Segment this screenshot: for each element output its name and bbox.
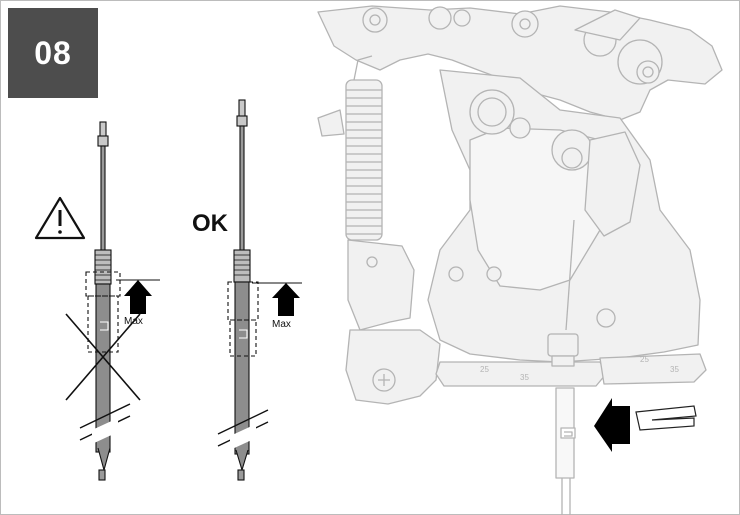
svg-text:25: 25 <box>640 355 649 364</box>
svg-text:35: 35 <box>670 365 679 374</box>
rod-incorrect <box>79 121 131 481</box>
svg-text:25: 25 <box>480 365 489 374</box>
step-number-badge: 08 <box>8 8 98 98</box>
rod-correct <box>217 99 269 481</box>
warning-triangle-icon <box>34 196 86 240</box>
insert-arrow-icon <box>594 398 630 452</box>
max-label-incorrect: Max <box>124 316 143 327</box>
machine-assembly: 25 35 25 35 <box>317 5 723 515</box>
max-arrow-correct <box>272 283 300 316</box>
max-label-correct: Max <box>272 319 291 330</box>
step-number: 08 <box>34 34 72 71</box>
retainer-clip <box>635 405 697 431</box>
svg-text:35: 35 <box>520 373 529 382</box>
max-arrow-incorrect <box>124 280 152 314</box>
tension-spring <box>345 55 383 241</box>
cross-mark-icon <box>65 313 141 401</box>
ok-label: OK <box>192 210 228 237</box>
